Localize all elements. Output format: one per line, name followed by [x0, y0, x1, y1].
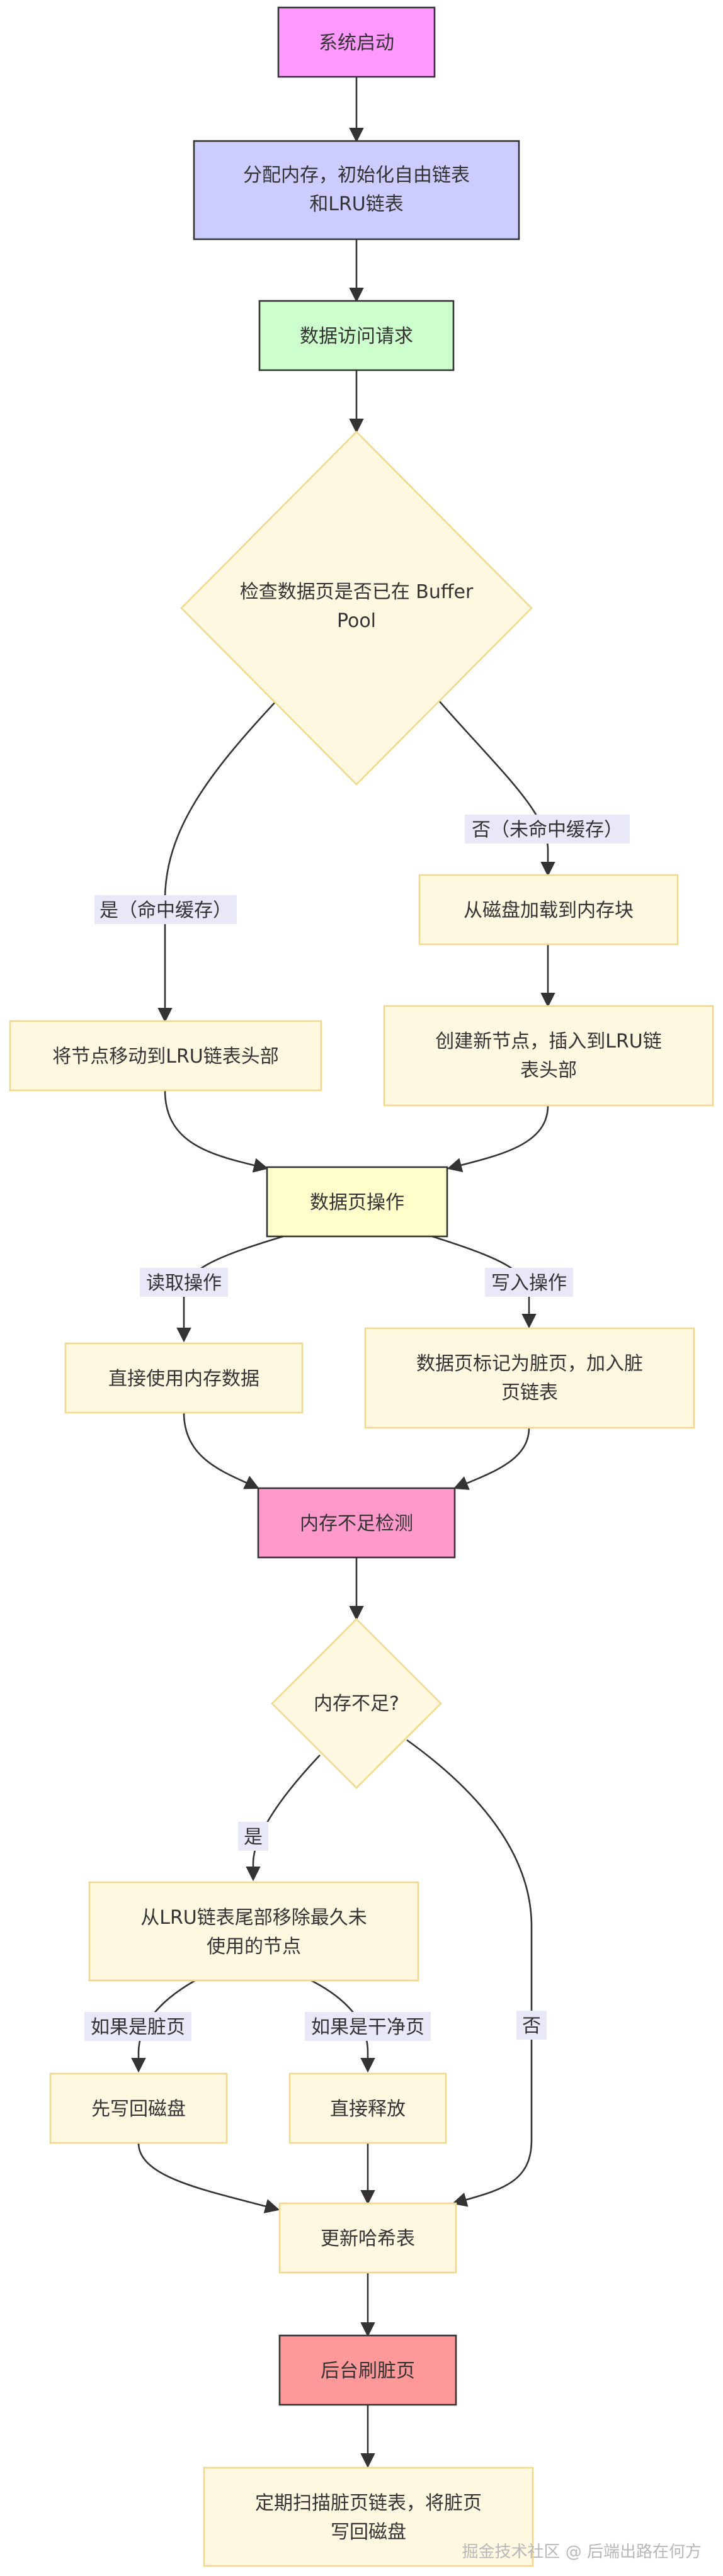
svg-text:定期扫描脏页链表，将脏页: 定期扫描脏页链表，将脏页 — [255, 2492, 482, 2514]
edge-label-yes: 是 — [238, 1822, 268, 1851]
svg-text:如果是干净页: 如果是干净页 — [311, 2016, 424, 2038]
edge-label-clean: 如果是干净页 — [305, 2012, 431, 2041]
edge-memlow-evict — [246, 1754, 321, 1882]
node-update-hash-table: 更新哈希表 — [278, 2202, 457, 2274]
svg-text:如果是脏页: 如果是脏页 — [91, 2016, 185, 2038]
svg-text:数据页操作: 数据页操作 — [310, 1192, 404, 1214]
edge-write-hash — [137, 2142, 280, 2213]
svg-text:创建新节点，插入到LRU链: 创建新节点，插入到LRU链 — [435, 1031, 662, 1053]
svg-text:从LRU链表尾部移除最久未: 从LRU链表尾部移除最久未 — [140, 1907, 367, 1929]
watermark: 掘金技术社区 @ 后端出路在何方 — [462, 2543, 702, 2562]
edge-create-pageop — [447, 1105, 549, 1173]
svg-text:数据访问请求: 数据访问请求 — [300, 325, 413, 347]
edge-use-memcheck — [183, 1412, 260, 1489]
svg-text:直接释放: 直接释放 — [330, 2098, 406, 2120]
svg-text:读取操作: 读取操作 — [146, 1272, 222, 1294]
edge-label-write: 写入操作 — [485, 1268, 573, 1297]
svg-text:后台刷脏页: 后台刷脏页 — [321, 2360, 415, 2382]
svg-text:系统启动: 系统启动 — [319, 32, 394, 54]
edge-label-dirty: 如果是脏页 — [84, 2012, 191, 2041]
svg-text:Pool: Pool — [337, 610, 376, 632]
svg-text:使用的节点: 使用的节点 — [207, 1936, 301, 1958]
node-evict-lru-tail: 从LRU链表尾部移除最久未 使用的节点 — [88, 1881, 419, 1982]
svg-text:是: 是 — [244, 1826, 263, 1848]
svg-text:数据页标记为脏页，加入脏: 数据页标记为脏页，加入脏 — [416, 1353, 643, 1375]
edge-move-pageop — [164, 1090, 269, 1173]
node-background-flush: 后台刷脏页 — [278, 2334, 457, 2406]
svg-text:直接使用内存数据: 直接使用内存数据 — [108, 1368, 259, 1390]
edge-label-read: 读取操作 — [140, 1268, 228, 1297]
edge-memlow-hash — [406, 1739, 533, 2207]
edge-check-load — [438, 699, 555, 877]
edge-label-hit: 是（命中缓存） — [94, 895, 237, 924]
node-alloc-memory: 分配内存，初始化自由链表 和LRU链表 — [193, 140, 520, 240]
node-write-back-disk: 先写回磁盘 — [49, 2072, 228, 2144]
svg-text:内存不足检测: 内存不足检测 — [300, 1513, 413, 1535]
node-move-to-lru-head: 将节点移动到LRU链表头部 — [9, 1020, 322, 1092]
svg-text:更新哈希表: 更新哈希表 — [321, 2228, 415, 2250]
edge-label-miss: 否（未命中缓存） — [465, 815, 630, 844]
svg-text:将节点移动到LRU链表头部: 将节点移动到LRU链表头部 — [52, 1046, 279, 1068]
node-create-node: 创建新节点，插入到LRU链 表头部 — [383, 1005, 714, 1107]
node-data-request: 数据访问请求 — [258, 300, 455, 371]
node-use-memory-data: 直接使用内存数据 — [64, 1342, 304, 1414]
edge-label-no: 否 — [516, 2011, 547, 2040]
node-scan-dirty-list: 定期扫描脏页链表，将脏页 写回磁盘 — [203, 2466, 534, 2567]
svg-text:和LRU链表: 和LRU链表 — [309, 193, 404, 215]
svg-text:检查数据页是否已在 Buffer: 检查数据页是否已在 Buffer — [240, 581, 474, 603]
node-load-from-disk: 从磁盘加载到内存块 — [418, 874, 679, 946]
svg-text:表头部: 表头部 — [520, 1059, 577, 1082]
nodes: 系统启动 分配内存，初始化自由链表 和LRU链表 数据访问请求 检查数据页是否已… — [9, 6, 714, 2567]
svg-text:否（未命中缓存）: 否（未命中缓存） — [472, 819, 623, 841]
svg-text:否: 否 — [522, 2015, 541, 2037]
svg-text:写回磁盘: 写回磁盘 — [331, 2521, 406, 2543]
edge-check-move — [157, 699, 278, 1023]
svg-text:先写回磁盘: 先写回磁盘 — [91, 2098, 186, 2120]
node-system-start: 系统启动 — [277, 6, 436, 78]
node-check-buffer-pool: 检查数据页是否已在 Buffer Pool — [180, 431, 533, 786]
svg-text:内存不足?: 内存不足? — [314, 1693, 399, 1715]
svg-text:页链表: 页链表 — [501, 1382, 558, 1404]
edge-labels: 是（命中缓存） 否（未命中缓存） 读取操作 写入操作 是 否 如果是脏页 如果 — [84, 815, 630, 2041]
svg-text:从磁盘加载到内存块: 从磁盘加载到内存块 — [464, 900, 634, 922]
edge-mark-memcheck — [453, 1427, 530, 1490]
edges — [131, 77, 555, 2468]
node-mark-dirty: 数据页标记为脏页，加入脏 页链表 — [364, 1327, 695, 1429]
node-page-operation: 数据页操作 — [266, 1166, 448, 1238]
svg-text:是（命中缓存）: 是（命中缓存） — [100, 900, 232, 922]
node-memory-check: 内存不足检测 — [257, 1487, 456, 1559]
node-memory-low-decision: 内存不足? — [271, 1618, 442, 1789]
svg-text:分配内存，初始化自由链表: 分配内存，初始化自由链表 — [243, 164, 470, 186]
svg-text:写入操作: 写入操作 — [491, 1272, 567, 1294]
node-release-directly: 直接释放 — [288, 2072, 447, 2144]
